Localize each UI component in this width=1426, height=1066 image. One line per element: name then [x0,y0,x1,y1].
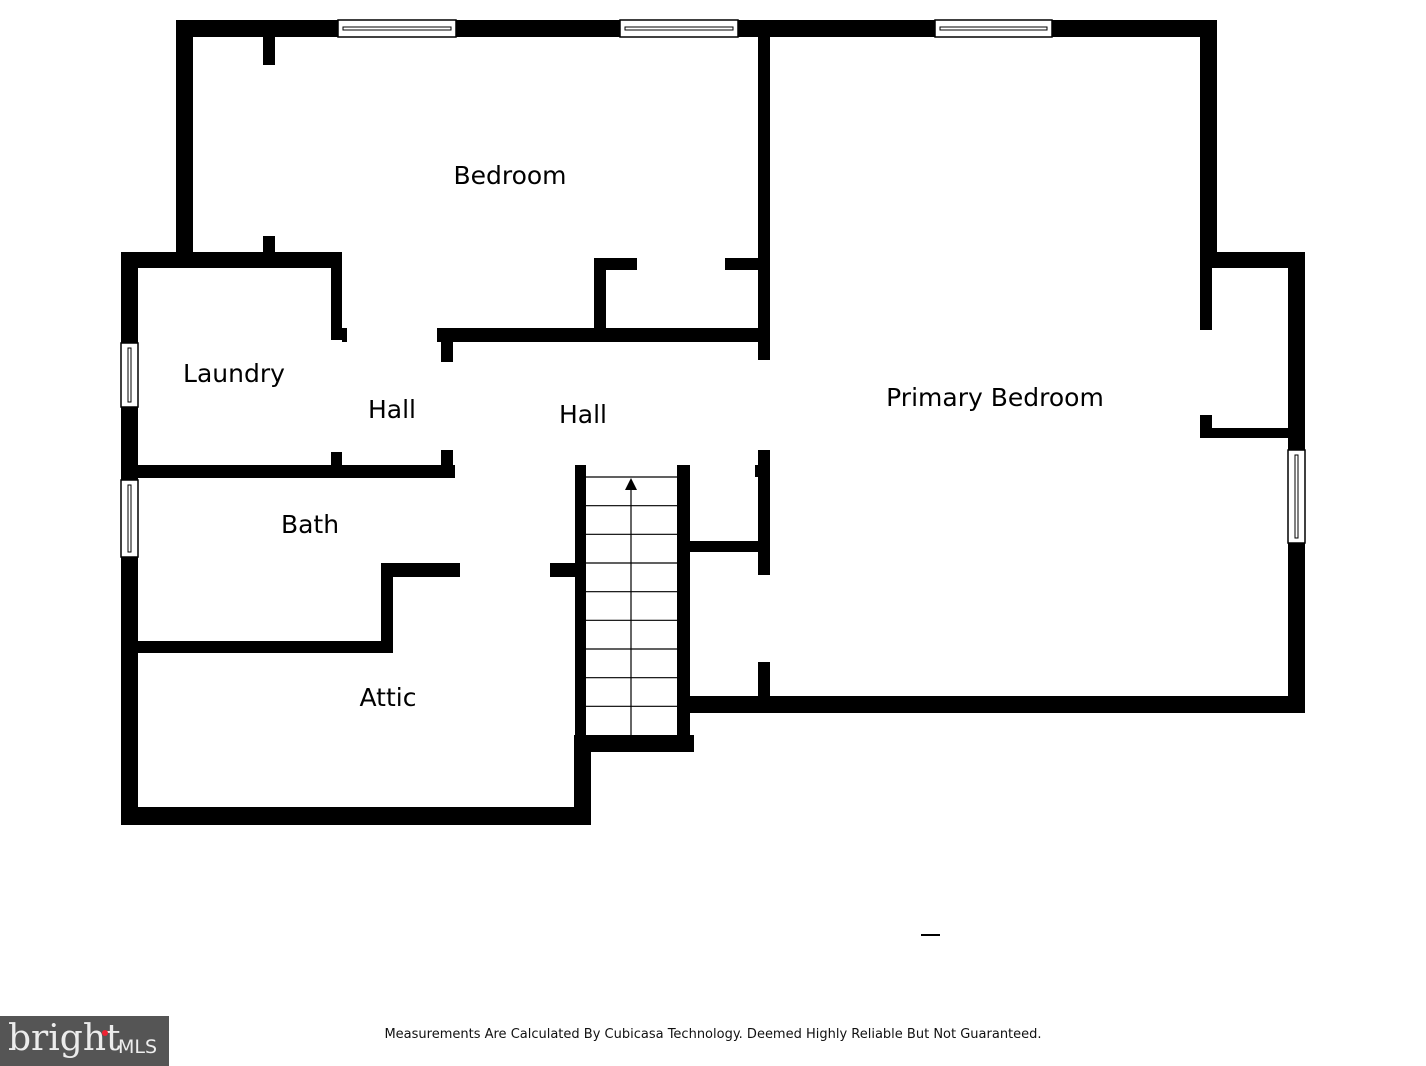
wall [1200,268,1212,330]
window-pane [624,26,734,31]
room-label-bedroom: Bedroom [453,161,566,190]
room-label-bath: Bath [281,510,339,539]
wall [176,20,193,268]
window-pane [939,26,1048,31]
window [934,19,1053,38]
wall [381,563,393,653]
wall [738,20,935,37]
wall [1200,252,1305,268]
room-label-hall-small: Hall [368,395,416,424]
window [619,19,739,38]
window [120,342,139,408]
room-label-primary-bedroom: Primary Bedroom [886,383,1104,412]
wall [441,450,453,478]
wall [574,735,591,825]
logo-star-icon [102,1030,108,1036]
wall [685,696,1305,713]
window [120,479,139,558]
bright-mls-logo: bright MLS [0,1016,169,1066]
wall [331,452,342,466]
logo-suffix: MLS [118,1036,158,1058]
wall [1288,543,1305,713]
wall [677,465,690,752]
stair-up-arrow-icon [625,478,637,490]
wall [1052,20,1217,37]
room-label-attic: Attic [360,683,417,712]
wall [725,258,770,270]
wall [594,258,637,270]
wall [381,563,460,577]
wall [575,465,586,740]
wall [758,662,770,696]
wall [121,252,342,268]
wall [456,20,620,37]
wall [1200,428,1288,438]
scale-mark [921,934,940,936]
wall [121,407,138,480]
window [1287,449,1306,544]
wall [685,541,770,552]
wall [121,465,455,478]
window [337,19,457,38]
window-pane [127,484,132,553]
window-pane [1294,454,1299,539]
disclaimer-text: Measurements Are Calculated By Cubicasa … [384,1027,1042,1042]
wall [1288,252,1305,450]
wall [263,37,275,65]
wall [121,252,138,343]
window-pane [127,347,132,403]
wall [176,20,338,37]
wall [121,641,393,653]
wall [331,258,342,340]
wall [441,328,453,362]
wall [263,236,275,268]
wall [1200,20,1217,268]
logo-brand: bright [8,1018,121,1059]
walls [121,20,1305,825]
staircase [586,476,677,735]
room-label-laundry: Laundry [183,359,285,388]
wall [594,258,606,340]
wall [574,735,694,752]
room-label-hall: Hall [559,400,607,429]
wall [758,20,770,360]
window-pane [342,26,452,31]
windows [120,19,1306,558]
wall [121,807,591,825]
wall [342,328,347,342]
wall [758,450,770,575]
wall [121,557,138,825]
